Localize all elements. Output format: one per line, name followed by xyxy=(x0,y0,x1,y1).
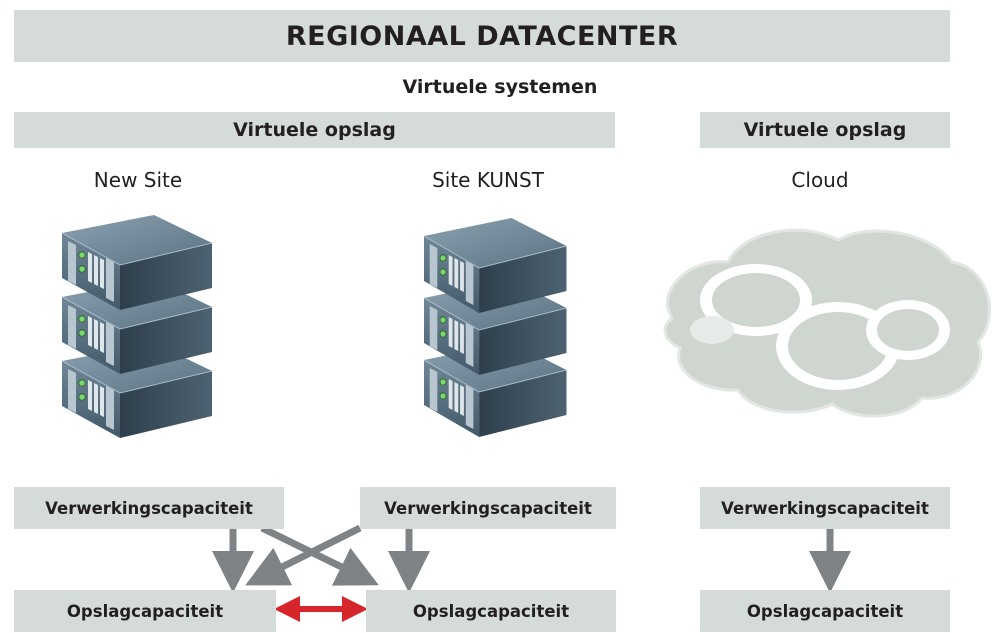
virtual-storage-label: Virtuele opslag xyxy=(743,119,907,141)
processing-capacity-box-new-site: Verwerkingscapaciteit xyxy=(14,487,284,529)
processing-capacity-box-cloud: Verwerkingscapaciteit xyxy=(700,487,950,529)
site-name-cloud: Cloud xyxy=(791,168,849,192)
cloud-icon xyxy=(663,228,991,418)
storage-capacity-box-site-kunst: Opslagcapaciteit xyxy=(366,590,616,632)
processing-capacity-box-site-kunst: Verwerkingscapaciteit xyxy=(360,487,616,529)
site-name-site-kunst: Site KUNST xyxy=(432,168,544,192)
page-title: REGIONAAL DATACENTER xyxy=(285,20,679,52)
site-name-new-site: New Site xyxy=(93,168,183,192)
storage-capacity-box-cloud: Opslagcapaciteit xyxy=(700,590,950,632)
virtual-systems-heading: Virtuele systemen xyxy=(402,76,598,98)
server-stack-icon xyxy=(423,217,567,438)
server-stack-icon xyxy=(61,214,213,439)
virtual-storage-label: Virtuele opslag xyxy=(233,119,396,141)
arrow-kunst-to-newsite xyxy=(245,524,362,586)
virtual-storage-band-left: Virtuele opslag xyxy=(14,112,615,148)
title-band: REGIONAAL DATACENTER xyxy=(14,10,950,62)
bidirectional-arrow-icon xyxy=(274,596,368,622)
virtual-storage-band-right: Virtuele opslag xyxy=(700,112,950,148)
storage-capacity-box-new-site: Opslagcapaciteit xyxy=(14,590,276,632)
flow-arrows xyxy=(212,524,851,593)
